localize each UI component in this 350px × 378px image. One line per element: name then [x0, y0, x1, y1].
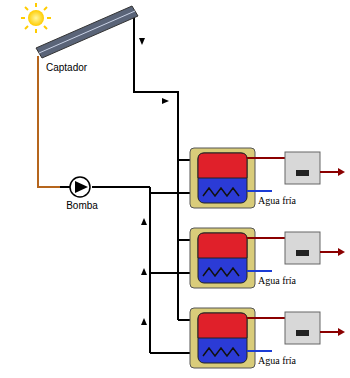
solar-collector: Captador: [34, 2, 146, 76]
flow-arrow: [162, 98, 169, 104]
sun: [21, 3, 51, 33]
hot-water-pipe: [247, 317, 285, 319]
flow-arrow: [141, 318, 147, 325]
backup-heater: [285, 312, 320, 344]
sun-rays: [21, 3, 51, 33]
collector-glass: [39, 11, 135, 53]
heater-burner: [296, 330, 309, 336]
storage-tank: [150, 308, 345, 368]
tanks: [150, 148, 345, 368]
collector-panel: [36, 6, 138, 58]
backup-heater: [285, 232, 320, 264]
outlet-arrow: [338, 168, 345, 176]
sun-disc: [28, 10, 44, 26]
backup-heater: [285, 152, 320, 184]
tank-cold-zone: [198, 233, 247, 283]
tank-insulation: [190, 308, 255, 368]
cold-water-pipe: [247, 350, 272, 352]
flow-arrows: [139, 38, 169, 325]
flow-arrow: [139, 38, 145, 45]
node-label: Captador: [46, 62, 146, 74]
outlet-arrow: [338, 248, 345, 256]
collector-shape: [34, 2, 142, 62]
hot-water-outlet: [320, 171, 338, 173]
pipe-connector: [38, 76, 60, 187]
tank-hot-zone: [198, 153, 247, 178]
pump: Bomba: [60, 176, 104, 214]
pump-circle: [70, 177, 90, 197]
tank-insulation: [190, 228, 255, 288]
hot-water-outlet: [320, 331, 338, 333]
tank-cold-zone: [198, 313, 247, 363]
flow-arrow: [141, 268, 147, 275]
pump-outlet-pipe: [92, 186, 150, 188]
storage-tank: [150, 228, 345, 288]
heater-burner: [296, 170, 309, 176]
node-label: Bomba: [60, 200, 104, 212]
hot-water-pipe: [247, 157, 285, 159]
cold-water-label: Agua fría: [257, 195, 297, 207]
hot-water-outlet: [320, 251, 338, 253]
tank-hot-zone: [198, 233, 247, 258]
heat-exchanger-coil: [203, 188, 239, 196]
collector-outlet-pipe: [37, 56, 39, 78]
tank-cold-zone: [198, 153, 247, 203]
flow-arrow: [141, 218, 147, 225]
hot-water-pipe: [247, 237, 285, 239]
pump-shape: [60, 176, 100, 200]
storage-tank: [150, 148, 345, 208]
hot-supply-pipe: [134, 14, 178, 320]
cold-water-pipe: [247, 270, 272, 272]
outlet-arrow: [338, 328, 345, 336]
heater-burner: [296, 250, 309, 256]
cold-water-label: Agua fría: [257, 355, 297, 367]
cold-water-label: Agua fría: [257, 275, 297, 287]
tank-hot-zone: [198, 313, 247, 338]
pump-triangle: [75, 181, 88, 193]
cold-water-pipe: [247, 190, 272, 192]
heat-exchanger-coil: [203, 348, 239, 356]
heat-exchanger-coil: [203, 268, 239, 276]
return-pipe: [149, 187, 151, 353]
tank-insulation: [190, 148, 255, 208]
